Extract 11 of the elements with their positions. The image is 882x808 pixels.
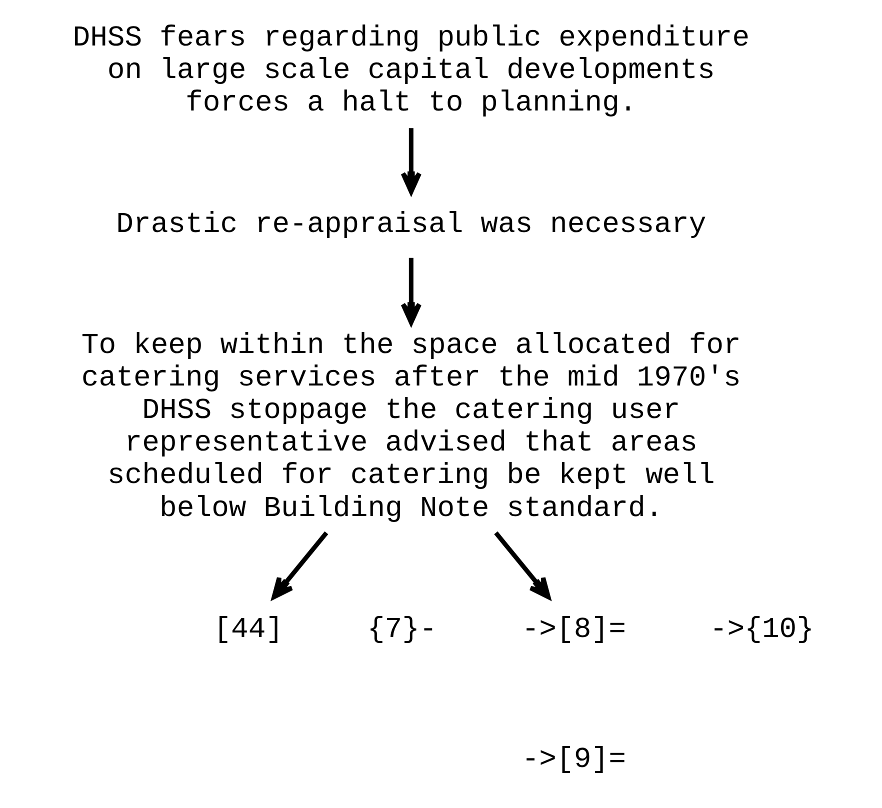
node-text: Drastic re-appraisal was necessary (116, 208, 706, 241)
arrow (400, 258, 422, 325)
label: {7}- (367, 612, 437, 646)
node-text: [44] (214, 612, 284, 646)
node-text: DHSS fears regarding public expenditure on large scale capital developments forces a halt to planning. (72, 22, 750, 120)
arrow (272, 531, 328, 600)
node-text: To keep within the space allocated for catering services after the mid 1970's DHSS stoppage the catering user representative advised that areas scheduled for catering be kept well below Building Note standard. (81, 329, 741, 525)
arrow (494, 531, 551, 600)
node-text: ->[8]= (522, 612, 626, 646)
label: ->[9]= (522, 743, 626, 776)
label: ->{10} (710, 612, 814, 646)
